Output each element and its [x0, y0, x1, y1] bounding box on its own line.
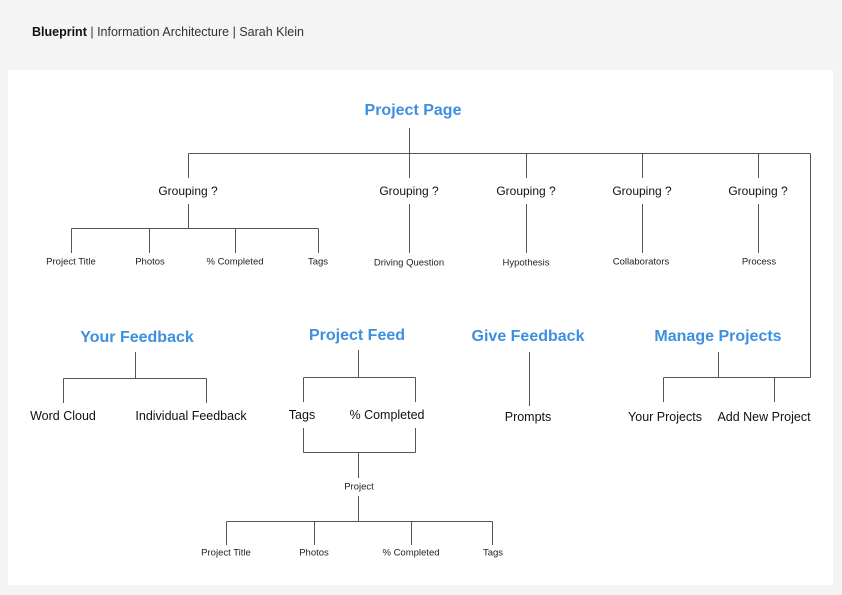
node-project-tags: Tags [482, 547, 504, 559]
node-hypothesis: Hypothesis [502, 257, 550, 269]
node-driving-question: Driving Question [373, 257, 445, 269]
node-word-cloud: Word Cloud [30, 409, 96, 423]
header-author: Sarah Klein [239, 25, 304, 39]
node-your-projects: Your Projects [628, 410, 702, 424]
node-add-new-project: Add New Project [717, 410, 811, 424]
node-grouping-1: Grouping ? [158, 184, 218, 198]
node-project-page: Project Page [364, 102, 462, 119]
node-manage-projects: Manage Projects [654, 328, 782, 345]
node-project-title: Project Title [46, 256, 96, 268]
node-feed-tags: Tags [288, 408, 316, 422]
header-separator-1: | [90, 25, 94, 39]
node-project-feed: Project Feed [308, 327, 406, 344]
node-project-photos: Photos [299, 547, 329, 559]
node-grouping-2: Grouping ? [379, 184, 439, 198]
node-project-project-title: Project Title [201, 547, 251, 559]
node-process: Process [741, 256, 777, 268]
node-your-feedback: Your Feedback [80, 329, 194, 346]
node-project: Project [344, 481, 374, 493]
node-tags: Tags [307, 256, 329, 268]
page-header: Blueprint | Information Architecture | S… [32, 25, 304, 39]
node-project-percent-completed: % Completed [382, 547, 440, 559]
diagram-canvas [8, 70, 833, 585]
node-collaborators: Collaborators [612, 256, 670, 268]
node-prompts: Prompts [504, 410, 552, 424]
node-percent-completed: % Completed [206, 256, 264, 268]
brand-name: Blueprint [32, 25, 87, 39]
header-separator-2: | [232, 25, 236, 39]
node-grouping-4: Grouping ? [612, 184, 672, 198]
node-give-feedback: Give Feedback [471, 328, 585, 345]
node-grouping-5: Grouping ? [728, 184, 788, 198]
header-subtitle: Information Architecture [97, 25, 230, 39]
node-grouping-3: Grouping ? [496, 184, 556, 198]
node-feed-percent-completed: % Completed [349, 408, 425, 422]
node-individual-feedback: Individual Feedback [135, 409, 247, 423]
node-photos: Photos [135, 256, 165, 268]
